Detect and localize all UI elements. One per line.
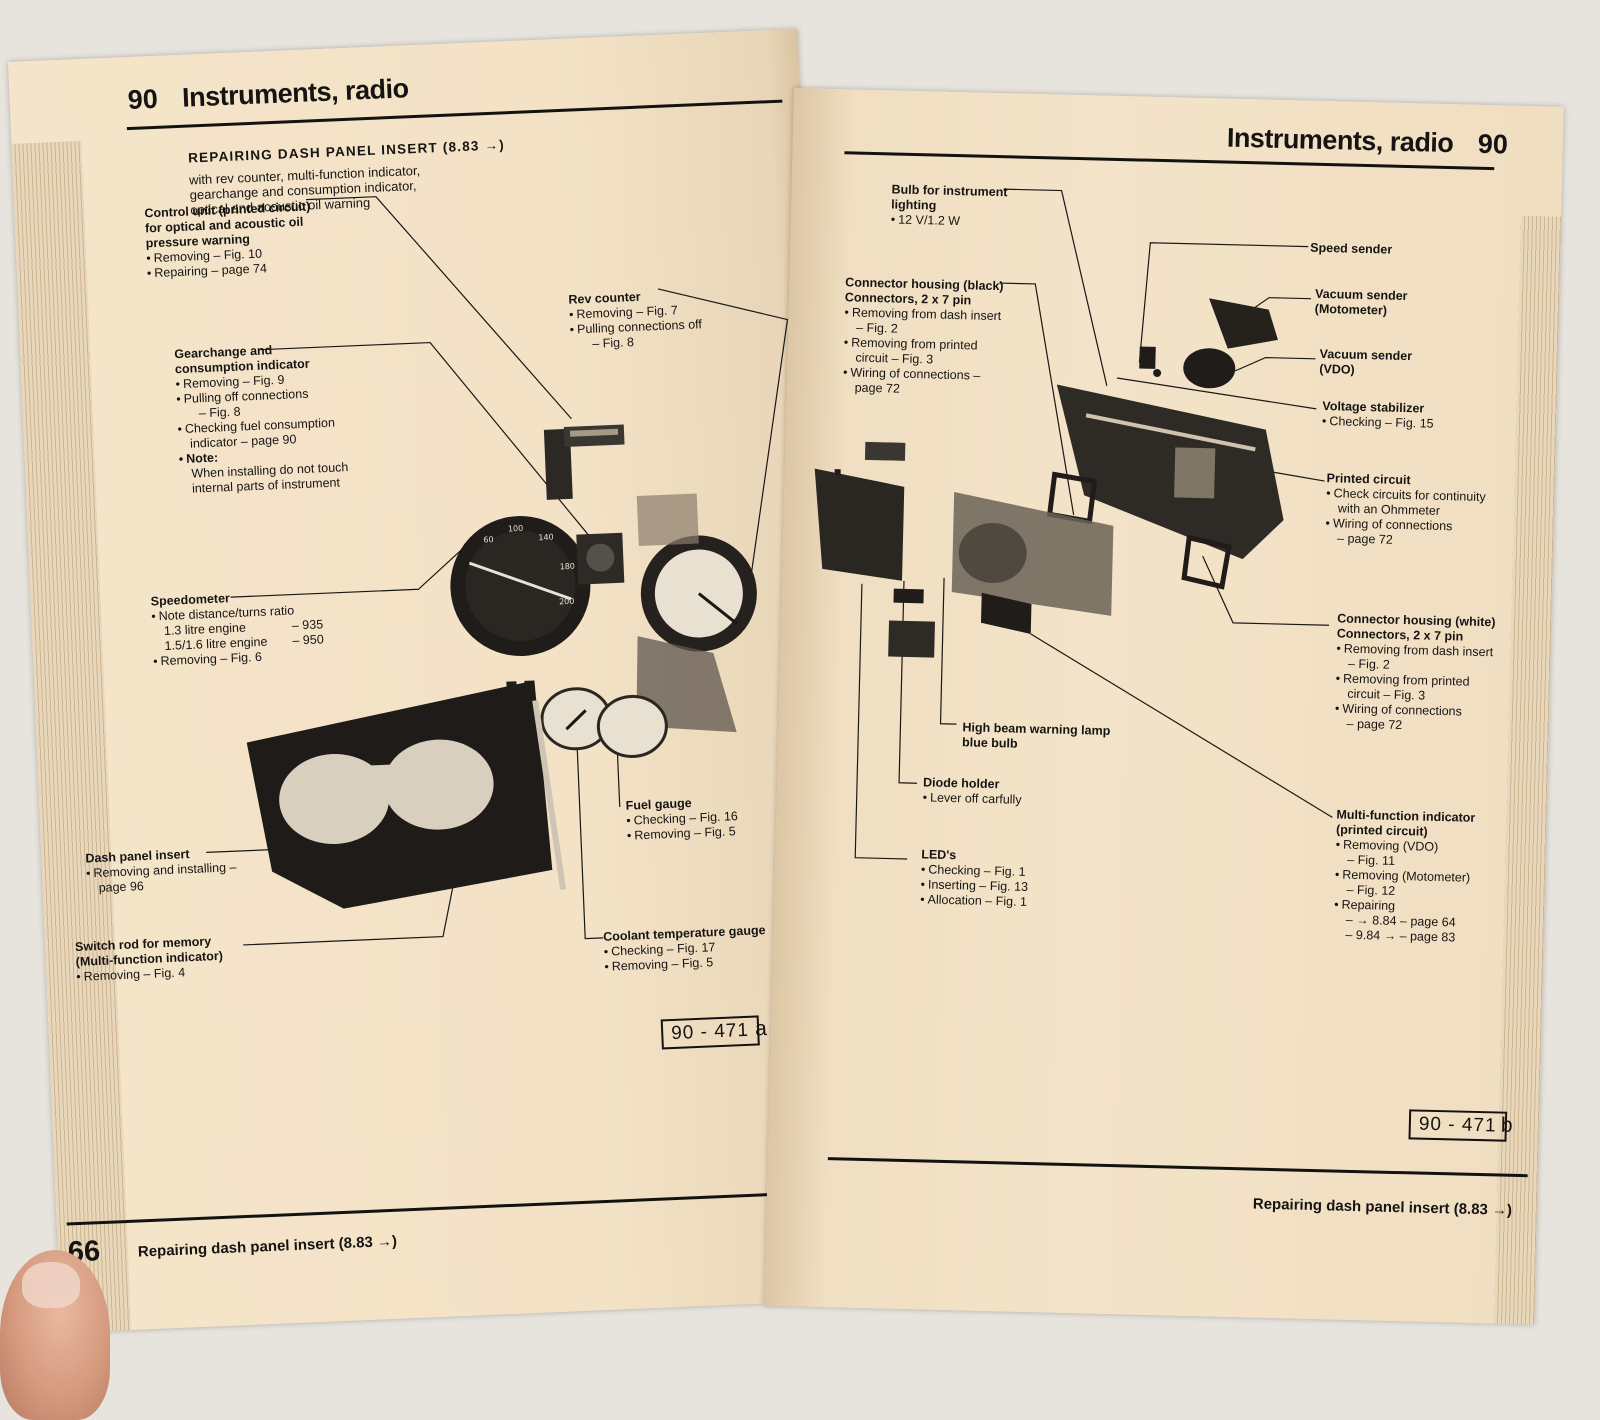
callout-item: Checking – Fig. 15 bbox=[1322, 414, 1434, 432]
callout-vacuum-motometer: Vacuum sender (Motometer) bbox=[1315, 287, 1408, 319]
frame-part bbox=[951, 492, 1114, 634]
callout-rev-counter: Rev counter Removing – Fig. 7 Pulling co… bbox=[568, 287, 703, 352]
callout-bulb: Bulb for instrument lighting 12 V/1.2 W bbox=[891, 182, 1008, 230]
exploded-diagram-b bbox=[814, 188, 1333, 860]
callout-heading: (VDO) bbox=[1319, 361, 1355, 377]
exploded-diagram-a: 60 100 140 180 200 bbox=[206, 196, 789, 946]
callout-connector-white: Connector housing (white) Connectors, 2 … bbox=[1334, 611, 1496, 735]
dash-panel-housing-part bbox=[246, 680, 567, 909]
callout-speedometer: Speedometer Note distance/turns ratio 1.… bbox=[150, 587, 324, 669]
figure-letter: a bbox=[754, 1017, 768, 1041]
leader-lines bbox=[854, 188, 1333, 860]
callout-item: Lever off carfully bbox=[923, 790, 1022, 807]
figure-reference: 90 - 471 bbox=[1408, 1109, 1507, 1142]
callout-item: Allocation – Fig. 1 bbox=[920, 892, 1028, 910]
callout-heading: (Motometer) bbox=[1314, 301, 1388, 318]
callout-coolant: Coolant temperature gauge Checking – Fig… bbox=[603, 923, 767, 975]
callout-control-unit: Control unit (printed circuit) for optic… bbox=[144, 199, 313, 281]
callout-dash-panel: Dash panel insert Removing and installin… bbox=[85, 845, 237, 896]
svg-text:200: 200 bbox=[559, 597, 575, 607]
engine-value: – 935 bbox=[291, 617, 324, 633]
callout-leds: LED's Checking – Fig. 1 Inserting – Fig.… bbox=[920, 847, 1029, 910]
engine-value: – 950 bbox=[292, 632, 325, 648]
callout-high-beam: High beam warning lamp blue bulb bbox=[962, 720, 1111, 754]
svg-text:140: 140 bbox=[538, 533, 554, 543]
callout-connector-black: Connector housing (black) Connectors, 2 … bbox=[843, 275, 1004, 399]
callout-gearchange: Gearchange and consumption indicator Rem… bbox=[174, 340, 349, 497]
callout-fuel-gauge: Fuel gauge Checking – Fig. 16 Removing –… bbox=[625, 794, 738, 844]
svg-text:100: 100 bbox=[508, 524, 524, 534]
housing-part bbox=[1056, 384, 1284, 560]
callout-item: 12 V/1.2 W bbox=[891, 212, 1007, 230]
callout-vacuum-vdo: Vacuum sender (VDO) bbox=[1319, 347, 1412, 379]
gearchange-indicator-part bbox=[576, 532, 625, 585]
thumbnail-nail bbox=[22, 1262, 80, 1308]
speedometer-part: 60 100 140 180 200 bbox=[450, 516, 591, 657]
rev-counter-part bbox=[636, 493, 757, 652]
control-unit-part bbox=[543, 424, 625, 500]
callout-voltage-stabilizer: Voltage stabilizer Checking – Fig. 15 bbox=[1322, 399, 1434, 432]
small-gauges-part bbox=[540, 687, 668, 758]
callout-printed-circuit: Printed circuit Check circuits for conti… bbox=[1325, 471, 1486, 550]
callout-multi-function: Multi-function indicator (printed circui… bbox=[1333, 807, 1476, 945]
callout-speed-sender: Speed sender bbox=[1310, 241, 1392, 258]
svg-text:180: 180 bbox=[559, 562, 575, 572]
callout-heading: Speed sender bbox=[1310, 240, 1393, 257]
right-page: Instruments, radio 90 bbox=[764, 88, 1564, 1325]
callout-diode-holder: Diode holder Lever off carfully bbox=[923, 775, 1023, 807]
svg-text:60: 60 bbox=[483, 535, 494, 544]
backing-plate-part bbox=[814, 441, 906, 581]
left-page: 90 Instruments, radio REPAIRING DASH PAN… bbox=[8, 28, 851, 1333]
senders-part bbox=[1139, 298, 1278, 389]
figure-letter: b bbox=[1500, 1113, 1513, 1137]
callout-switch-rod: Switch rod for memory (Multi-function in… bbox=[75, 934, 224, 985]
diode-holder-part bbox=[888, 588, 936, 658]
figure-reference: 90 - 471 bbox=[660, 1015, 760, 1050]
